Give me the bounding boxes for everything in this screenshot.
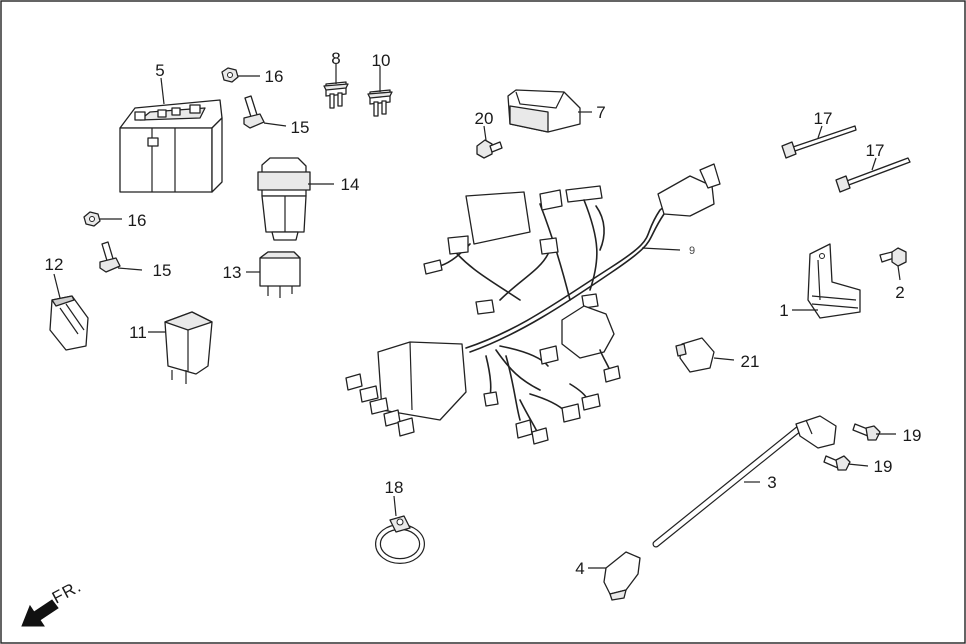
fuse-10 xyxy=(367,89,393,117)
callout-18: 18 xyxy=(385,478,404,497)
cable-tie-a xyxy=(781,125,857,159)
callout-11: 11 xyxy=(129,323,147,342)
screw-2 xyxy=(879,247,907,267)
callout-8: 8 xyxy=(331,49,340,68)
callout-17-upper: 17 xyxy=(814,109,833,128)
callout-19-upper: 19 xyxy=(903,426,922,445)
fuse-8 xyxy=(323,81,349,109)
nut-upper xyxy=(221,67,239,83)
front-direction-label: FR. xyxy=(49,576,85,607)
sensor-21 xyxy=(675,337,715,373)
callout-4: 4 xyxy=(575,559,584,578)
nut-lower xyxy=(83,211,101,227)
battery xyxy=(119,99,223,193)
rectifier xyxy=(49,295,89,351)
callout-12: 12 xyxy=(45,255,64,274)
callout-3: 3 xyxy=(767,473,776,492)
speed-cable xyxy=(652,415,837,548)
callout-9: 9 xyxy=(689,245,695,257)
callout-14: 14 xyxy=(341,175,360,194)
spark-plug-cap xyxy=(603,551,641,601)
callout-7: 7 xyxy=(596,103,605,122)
callout-21: 21 xyxy=(741,352,760,371)
callout-2: 2 xyxy=(895,283,904,302)
callout-10: 10 xyxy=(372,51,391,70)
cdi-unit xyxy=(164,311,213,384)
screw-20 xyxy=(476,139,503,159)
hose-clamp xyxy=(375,515,425,564)
callout-1: 1 xyxy=(779,301,788,320)
callout-labels: 5 16 15 8 10 14 13 16 15 12 11 20 7 17 1… xyxy=(45,49,922,608)
callout-19-lower: 19 xyxy=(874,457,893,476)
cable-tie-b xyxy=(835,157,911,193)
callout-15-lower: 15 xyxy=(153,261,172,280)
wire-harness xyxy=(345,163,721,445)
relay xyxy=(259,251,301,298)
starter-relay xyxy=(257,157,311,241)
callout-20: 20 xyxy=(475,109,494,128)
callout-16-lower: 16 xyxy=(128,211,147,230)
bracket xyxy=(807,243,861,319)
leader-lines xyxy=(53,64,901,569)
callout-16-upper: 16 xyxy=(265,67,284,86)
callout-5: 5 xyxy=(155,61,164,80)
callout-13: 13 xyxy=(223,263,242,282)
bolt-upper xyxy=(243,95,265,129)
callout-15-upper: 15 xyxy=(291,118,310,137)
bolt-lower xyxy=(99,241,121,273)
front-direction-arrow-icon xyxy=(21,599,59,627)
bolt-19b xyxy=(823,455,851,471)
callout-17-lower: 17 xyxy=(866,141,885,160)
bolt-19a xyxy=(852,423,881,441)
regulator-cover xyxy=(507,89,581,133)
